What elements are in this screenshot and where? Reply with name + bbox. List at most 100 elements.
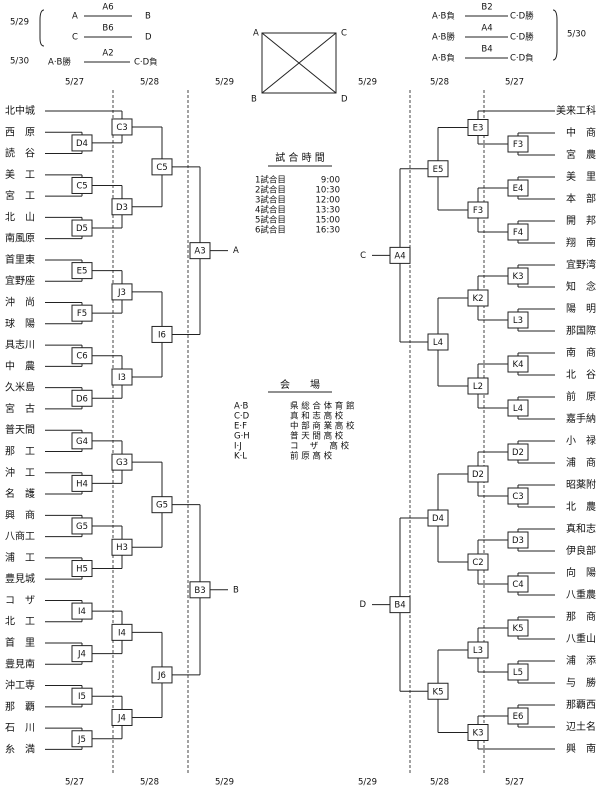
left-r1-code: J5 xyxy=(77,735,86,745)
right-team-name: 那国際 xyxy=(566,325,596,337)
right-r1-code-box xyxy=(507,135,529,153)
left-team-name: 北 山 xyxy=(5,211,35,223)
round-date-right: 5/29 xyxy=(358,78,377,88)
top-right-team-left: A·B負 xyxy=(432,11,455,22)
left-team-name: 久米島 xyxy=(5,381,35,394)
right-r2-code-box xyxy=(467,553,489,571)
schedule-title: 試 合 時 間 xyxy=(275,151,325,164)
right-r4-code-box xyxy=(389,246,411,264)
left-team-name: コ ザ xyxy=(5,594,35,606)
right-r1-code: C4 xyxy=(512,580,523,590)
venue-name: コ ザ 高 校 xyxy=(290,441,350,452)
right-team-name: 美来工科 xyxy=(556,104,596,117)
left-team-name: 浦 工 xyxy=(5,551,35,564)
left-r2-code-box xyxy=(111,283,133,301)
right-r1-code-box xyxy=(507,267,529,285)
diagram-label-a: A xyxy=(253,29,259,39)
left-team-name: 中 農 xyxy=(5,359,35,372)
left-team-name: 沖 尚 xyxy=(5,296,35,309)
right-r1-code: K4 xyxy=(513,360,524,370)
round-date-right: 5/27 xyxy=(505,778,524,788)
venue-code: K·L xyxy=(234,452,247,462)
right-r4-code: A4 xyxy=(394,251,405,261)
diagram-label-b: B xyxy=(251,95,257,105)
right-team-name: 宮 農 xyxy=(566,148,596,161)
left-r1-code-box xyxy=(71,262,93,280)
right-r3-code: D4 xyxy=(432,514,444,524)
left-team-name: 宜野座 xyxy=(5,274,35,287)
right-r1-code: K5 xyxy=(513,624,524,634)
date-5-30-label-right: 5/30 xyxy=(567,30,586,40)
left-team-name: 豊見城 xyxy=(5,572,35,585)
right-team-name: 真和志 xyxy=(566,522,596,535)
left-team-name: 球 陽 xyxy=(5,317,35,330)
round-date-left: 5/29 xyxy=(215,78,234,88)
left-r4-code-box xyxy=(189,242,211,260)
right-r1-code-box xyxy=(507,531,529,549)
left-r1-code: F5 xyxy=(77,309,87,319)
schedule-label: 5試合目 xyxy=(255,215,286,226)
left-team-name: 沖 工 xyxy=(5,466,35,479)
schedule-label: 3試合目 xyxy=(255,195,286,206)
left-team-name: 宮 工 xyxy=(5,189,35,202)
right-r1-code: E6 xyxy=(513,712,524,722)
left-team-name: 南風原 xyxy=(5,232,35,245)
left-team-name: 具志川 xyxy=(5,338,35,351)
right-r3-code: K5 xyxy=(433,687,444,697)
venue-code: I·J xyxy=(234,442,242,452)
right-r1-code: K3 xyxy=(513,272,524,282)
left-r2-code-box xyxy=(111,118,133,136)
right-r1-code: E4 xyxy=(513,184,524,194)
right-r1-code: F4 xyxy=(513,228,523,238)
left-r4-code: A3 xyxy=(194,247,205,257)
left-r1-code: D6 xyxy=(76,394,88,404)
right-final-label: D xyxy=(359,600,366,610)
top-right-team-left: A·B負 xyxy=(432,53,455,64)
top-left-team-left: A xyxy=(72,12,78,22)
left-r2-code-box xyxy=(111,538,133,556)
right-team-name: 開 邦 xyxy=(566,214,596,227)
left-r1-code: G5 xyxy=(76,522,88,532)
diagram-square xyxy=(261,32,337,94)
left-r1-code-box xyxy=(71,304,93,322)
left-team-name: 美 工 xyxy=(5,168,35,181)
left-team-name: 北中城 xyxy=(5,104,35,117)
right-team-name: 那 商 xyxy=(566,610,596,623)
right-team-name: 浦 商 xyxy=(566,456,596,469)
right-team-name: 北 谷 xyxy=(566,369,596,381)
left-team-name: 那 工 xyxy=(5,445,35,457)
left-r1-code: I4 xyxy=(78,607,86,617)
right-team-name: 宜野湾 xyxy=(566,258,596,271)
left-r2-code: H3 xyxy=(116,543,128,553)
right-team-name: 浦 添 xyxy=(566,654,596,667)
right-team-name: 那覇西 xyxy=(566,699,596,711)
left-r1-code: H5 xyxy=(76,565,88,575)
left-r1-code-box xyxy=(71,432,93,450)
left-r1-code: J4 xyxy=(77,650,86,660)
left-team-name: 北 工 xyxy=(5,616,35,628)
right-r3-code-box xyxy=(427,509,449,527)
right-r3-code-box xyxy=(427,333,449,351)
round-date-left: 5/28 xyxy=(140,78,159,88)
left-r1-code-box xyxy=(71,645,93,663)
right-r2-code-box xyxy=(467,289,489,307)
right-r1-code-box xyxy=(507,223,529,241)
right-r2-code: F3 xyxy=(473,206,483,216)
right-team-name: 向 陽 xyxy=(566,566,596,579)
venue-name: 前 原 高 校 xyxy=(290,451,333,462)
right-team-name: 本 部 xyxy=(566,192,596,205)
right-team-name: 陽 明 xyxy=(566,303,596,315)
top-left-team-right: B xyxy=(145,12,151,22)
left-r1-code-box xyxy=(71,389,93,407)
right-r1-code-box xyxy=(507,179,529,197)
left-r3-code-box xyxy=(151,325,173,343)
right-r1-code-box xyxy=(507,311,529,329)
right-team-name: 知 念 xyxy=(566,280,596,293)
right-team-name: 前 原 xyxy=(566,390,596,403)
top-right-team-left: A·B勝 xyxy=(432,32,455,43)
schedule-time: 10:30 xyxy=(316,186,341,196)
right-r1-code-box xyxy=(507,399,529,417)
left-team-name: 首 里 xyxy=(5,636,35,649)
right-r2-code-box xyxy=(467,119,489,136)
diagram-diagonal xyxy=(261,32,337,94)
